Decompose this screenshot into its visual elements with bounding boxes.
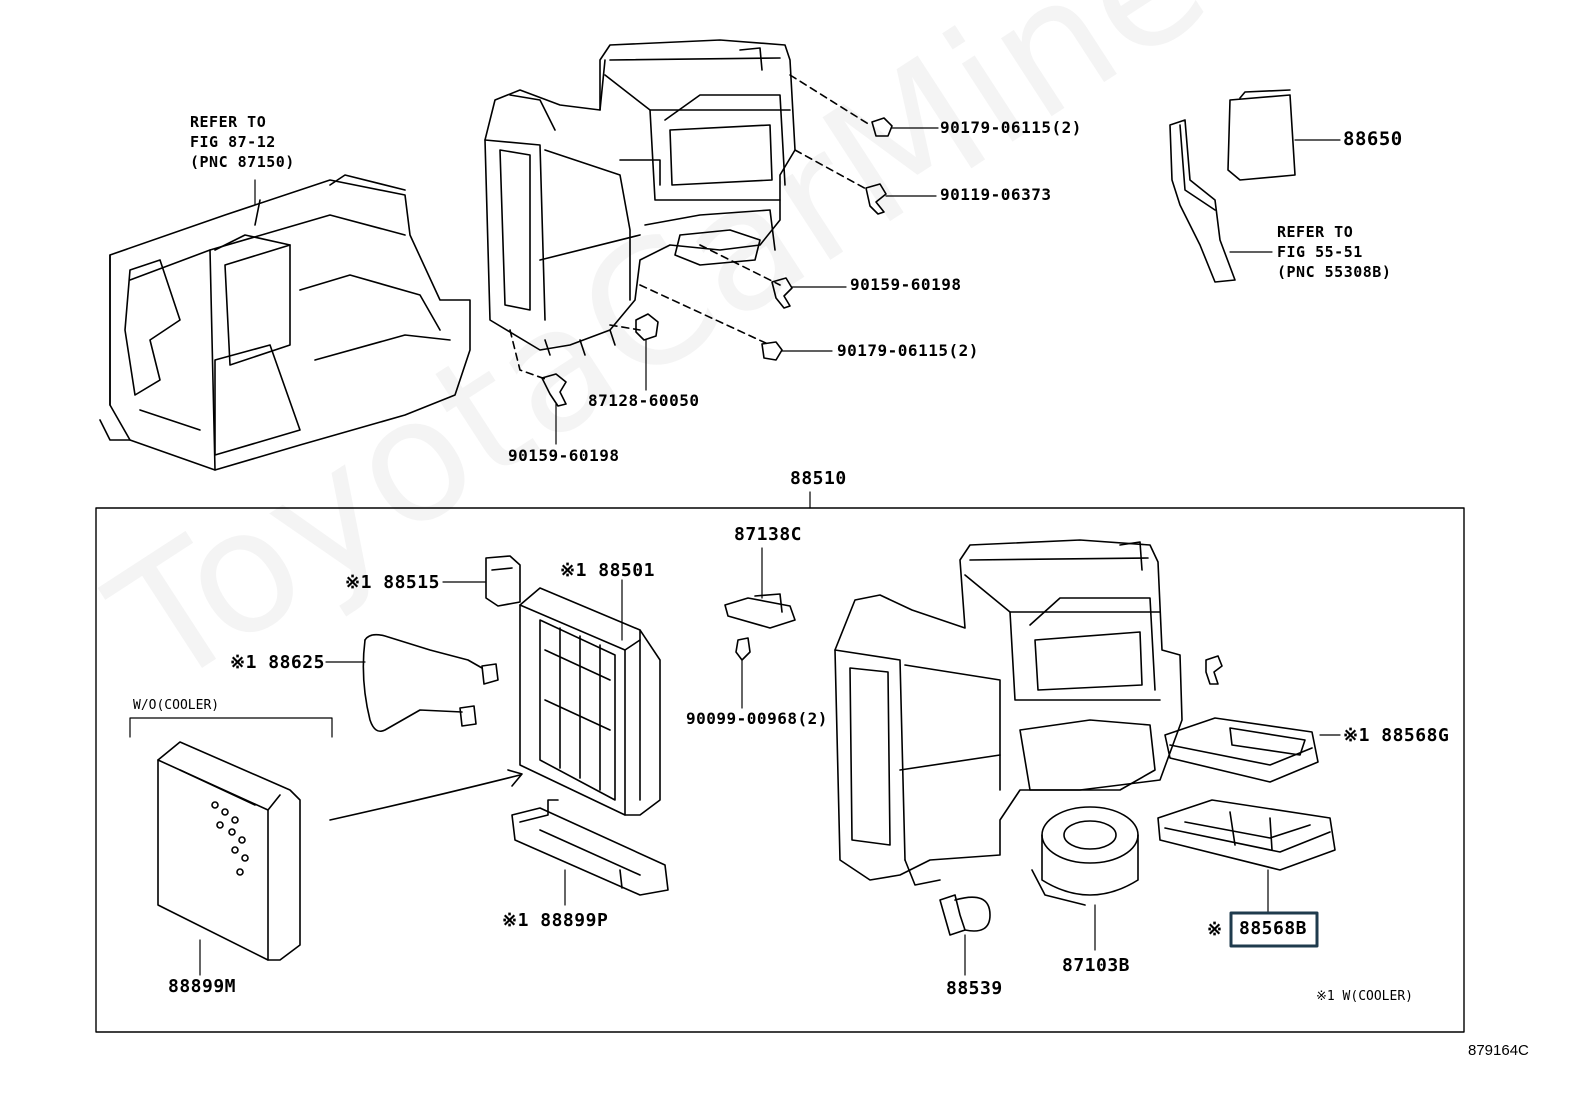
- upper-fasteners: [541, 89, 1296, 407]
- thermistor-wire-illustration: [362, 633, 499, 733]
- wo-cooler-bracket: [129, 717, 333, 738]
- connector-87138c-illustration: [724, 593, 796, 661]
- filter-88568g-illustration: [1164, 717, 1319, 783]
- part-87128-60050[interactable]: 87128-60050: [588, 391, 700, 410]
- part-88568b-mark: ※: [1207, 919, 1223, 940]
- replacement-arrowhead: [507, 769, 523, 787]
- lower-blower-assembly-illustration: [834, 539, 1183, 886]
- part-90159-60198-bottom[interactable]: 90159-60198: [508, 446, 620, 465]
- part-88539[interactable]: 88539: [946, 978, 1003, 999]
- replacement-arrow: [329, 774, 521, 821]
- highlight-88568b: [1229, 911, 1319, 948]
- diagram-id: 879164C: [1468, 1042, 1529, 1059]
- wo-cooler-label: W/O(COOLER): [133, 698, 220, 713]
- part-87103b[interactable]: 87103B: [1062, 955, 1131, 976]
- expansion-valve-illustration: [485, 555, 521, 607]
- screw-right-illustration: [1205, 655, 1223, 685]
- part-88568g[interactable]: ※1 88568G: [1343, 725, 1450, 746]
- blower-assembly-illustration: [484, 39, 796, 356]
- part-90179-06115-top[interactable]: 90179-06115(2): [940, 118, 1082, 137]
- filter-88568b-illustration: [1157, 799, 1336, 871]
- part-88515[interactable]: ※1 88515: [345, 572, 440, 593]
- part-87138c[interactable]: 87138C: [734, 524, 803, 545]
- part-88899p[interactable]: ※1 88899P: [502, 910, 609, 931]
- lower-leaders: [199, 547, 1341, 976]
- part-88625[interactable]: ※1 88625: [230, 652, 325, 673]
- part-90119-06373[interactable]: 90119-06373: [940, 185, 1052, 204]
- part-88510[interactable]: 88510: [790, 468, 847, 489]
- part-88899m[interactable]: 88899M: [168, 976, 237, 997]
- part-90159-60198-right[interactable]: 90159-60198: [850, 275, 962, 294]
- assembly-frame: [95, 507, 1465, 1033]
- part-88568b[interactable]: 88568B: [1239, 918, 1308, 939]
- duct-88899m-illustration: [157, 741, 301, 961]
- part-90099-00968[interactable]: 90099-00968(2): [686, 709, 828, 728]
- hose-88539-illustration: [939, 894, 991, 936]
- refer-to-55308b[interactable]: REFER TO FIG 55-51 (PNC 55308B): [1277, 223, 1392, 281]
- part-90179-06115-bottom[interactable]: 90179-06115(2): [837, 341, 979, 360]
- refer-to-87150[interactable]: REFER TO FIG 87-12 (PNC 87150): [190, 113, 295, 171]
- heater-unit-illustration: [99, 174, 471, 471]
- cooler-footnote: ※1 W(COOLER): [1316, 989, 1413, 1004]
- blower-motor-illustration: [1031, 806, 1139, 906]
- part-88650[interactable]: 88650: [1343, 128, 1403, 150]
- upper-leaders: [254, 127, 1341, 445]
- evaporator-illustration: [519, 587, 661, 816]
- part-88501[interactable]: ※1 88501: [560, 560, 655, 581]
- drain-tray-illustration: [511, 799, 669, 896]
- upper-dashed-leaders: [509, 74, 871, 381]
